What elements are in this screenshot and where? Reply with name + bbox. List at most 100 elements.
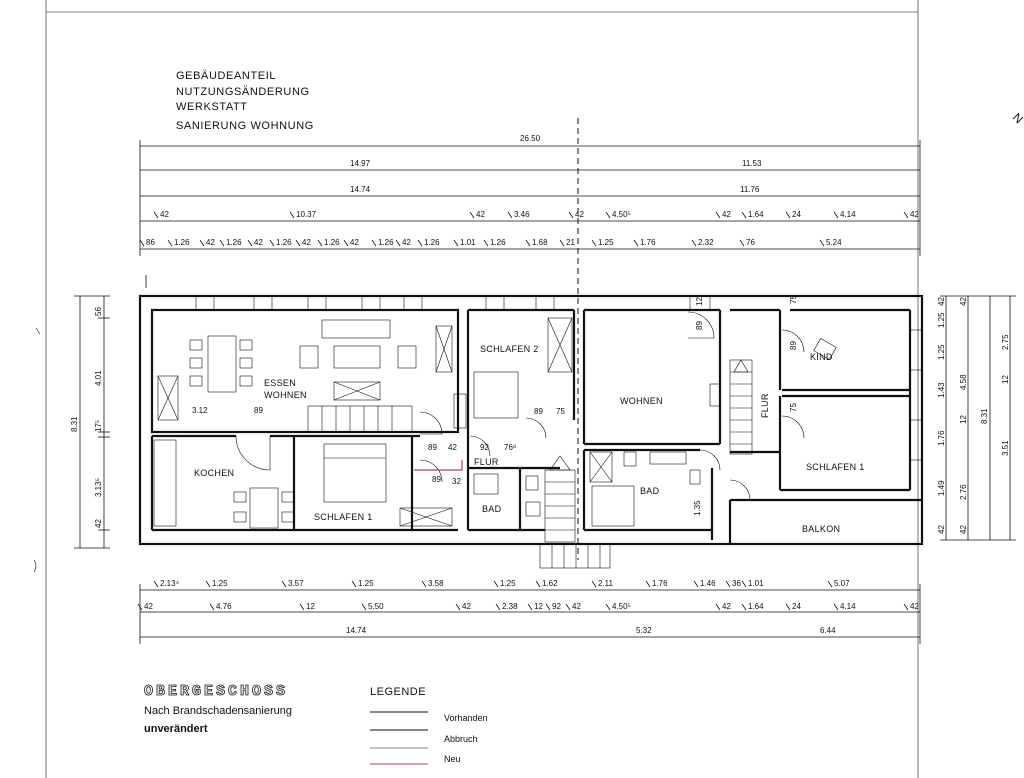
rcol1-label-3: 1.43 [937, 382, 946, 398]
row5-tick-3 [219, 239, 225, 247]
brow1-label-8: 1.76 [652, 579, 668, 588]
coffee-table [333, 345, 381, 369]
brow2-tick-3 [361, 603, 367, 611]
row5-label-12: 1.01 [460, 238, 476, 247]
legend-label-demolition: Abbruch [444, 734, 478, 744]
row5-label-2: 42 [206, 238, 215, 247]
dim-left-outer: 8.31 [70, 416, 79, 432]
brow2-label-3: 5.50 [368, 602, 384, 611]
inner-dim-1: 3.12 [192, 406, 208, 415]
dim-left-4: 3.13⁵ [94, 478, 103, 497]
brow1-label-7: 2.11 [598, 579, 614, 588]
brow1-label-3: 1.25 [358, 579, 374, 588]
brow2-tick-9 [605, 603, 611, 611]
row5-label-3: 1.26 [226, 238, 242, 247]
row4-label-1: 10.37 [296, 210, 317, 219]
row5-label-11: 1.26 [424, 238, 440, 247]
dim-top-row2-a: 14.97 [350, 159, 371, 168]
legend-label-new: Neu [444, 754, 461, 764]
room-wohnen-right: WOHNEN [620, 396, 663, 406]
row5-label-4: 42 [254, 238, 263, 247]
row5-label-1: 1.26 [174, 238, 190, 247]
row5-tick-10 [395, 239, 401, 247]
row5-label-19: 76 [746, 238, 755, 247]
row5-label-8: 42 [350, 238, 359, 247]
rcol1-label-6: 42 [937, 525, 946, 534]
row4-label-2: 42 [476, 210, 485, 219]
row5-label-7: 1.26 [324, 238, 340, 247]
inner-dim-13: 89 [789, 341, 798, 350]
inner-dim-7: 89 [534, 407, 543, 416]
brow1-label-0: 2.13⁴ [160, 579, 180, 588]
brow2-tick-13 [833, 603, 839, 611]
sheet-subtitle: Nach Brandschadensanierung [144, 705, 292, 717]
inner-dimensions: 3.12 89 89 42 92 76⁸ 89 75 89 32 12 89 8… [192, 295, 798, 516]
inner-dim-16: 1.35 [693, 500, 702, 516]
brow2-tick-8 [565, 603, 571, 611]
row5-label-5: 1.26 [276, 238, 292, 247]
punch-mark [35, 327, 41, 335]
brow1-tick-2 [281, 580, 287, 588]
brow2-tick-7 [545, 603, 551, 611]
brow2-label-10: 42 [722, 602, 731, 611]
dimension-chain-left: 8.31 56 4.01 17⁵ 3.13⁵ 42 [70, 295, 110, 549]
rcol2-label-3: 2.76 [959, 484, 968, 500]
row5-tick-18 [691, 239, 697, 247]
row5-tick-13 [483, 239, 489, 247]
brow2-tick-6 [527, 603, 533, 611]
kitchen-table [249, 487, 279, 529]
brow2-tick-5 [495, 603, 501, 611]
brow2-label-0: 42 [144, 602, 153, 611]
brow1-label-6: 1.62 [542, 579, 558, 588]
header-line-1: GEBÄUDEANTEIL [176, 70, 276, 82]
room-schlafen-1-right: SCHLAFEN 1 [806, 462, 865, 472]
room-bad-left: BAD [482, 504, 502, 514]
kitchen-counter [153, 439, 177, 527]
brow1-label-2: 3.57 [288, 579, 304, 588]
inner-dim-8: 75 [556, 407, 565, 416]
brow2-label-5: 2.38 [502, 602, 518, 611]
brow1-tick-0 [153, 580, 159, 588]
rcol1-label-1: 1.25 [937, 312, 946, 328]
row5-tick-8 [343, 239, 349, 247]
shower-left [473, 473, 499, 495]
row4-label-6: 42 [722, 210, 731, 219]
sheet-status: unverändert [144, 723, 208, 735]
room-kind: KIND [810, 352, 833, 362]
furniture [153, 317, 837, 529]
room-kochen: KOCHEN [194, 468, 234, 478]
footer-block: OBERGESCHOSS Nach Brandschadensanierung … [144, 683, 292, 735]
brow2-tick-2 [299, 603, 305, 611]
legend-label-existing: Vorhanden [444, 713, 488, 723]
room-flur-right: FLUR [760, 393, 770, 418]
brow2-tick-14 [903, 603, 909, 611]
room-labels: ESSEN WOHNEN KOCHEN SCHLAFEN 1 SCHLAFEN … [194, 344, 865, 534]
row5-tick-15 [559, 239, 565, 247]
row5-label-14: 1.68 [532, 238, 548, 247]
brow2-label-6: 12 [534, 602, 543, 611]
row5-tick-5 [269, 239, 275, 247]
row5-label-9: 1.26 [378, 238, 394, 247]
row5-tick-9 [371, 239, 377, 247]
brow1-tick-9 [693, 580, 699, 588]
brow2-tick-11 [741, 603, 747, 611]
row5-label-20: 5.24 [826, 238, 842, 247]
row5-tick-6 [295, 239, 301, 247]
inner-dim-5: 92 [480, 443, 489, 452]
staircase-right [729, 359, 753, 455]
row5-tick-20 [819, 239, 825, 247]
door-swings [235, 311, 805, 501]
dim-bottom-row3-c: 6.44 [820, 626, 836, 635]
punch-mark-2 [33, 559, 37, 573]
brow1-tick-5 [493, 580, 499, 588]
brow2-label-13: 4.14 [840, 602, 856, 611]
brow2-label-11: 1.64 [748, 602, 764, 611]
dim-left-1: 56 [94, 307, 103, 316]
dim-right-c4-1: 2.75 [1001, 334, 1010, 350]
north-arrow-letter: N [1010, 110, 1024, 126]
inner-dim-10: 32 [452, 477, 461, 486]
inner-dim-2: 89 [254, 406, 263, 415]
